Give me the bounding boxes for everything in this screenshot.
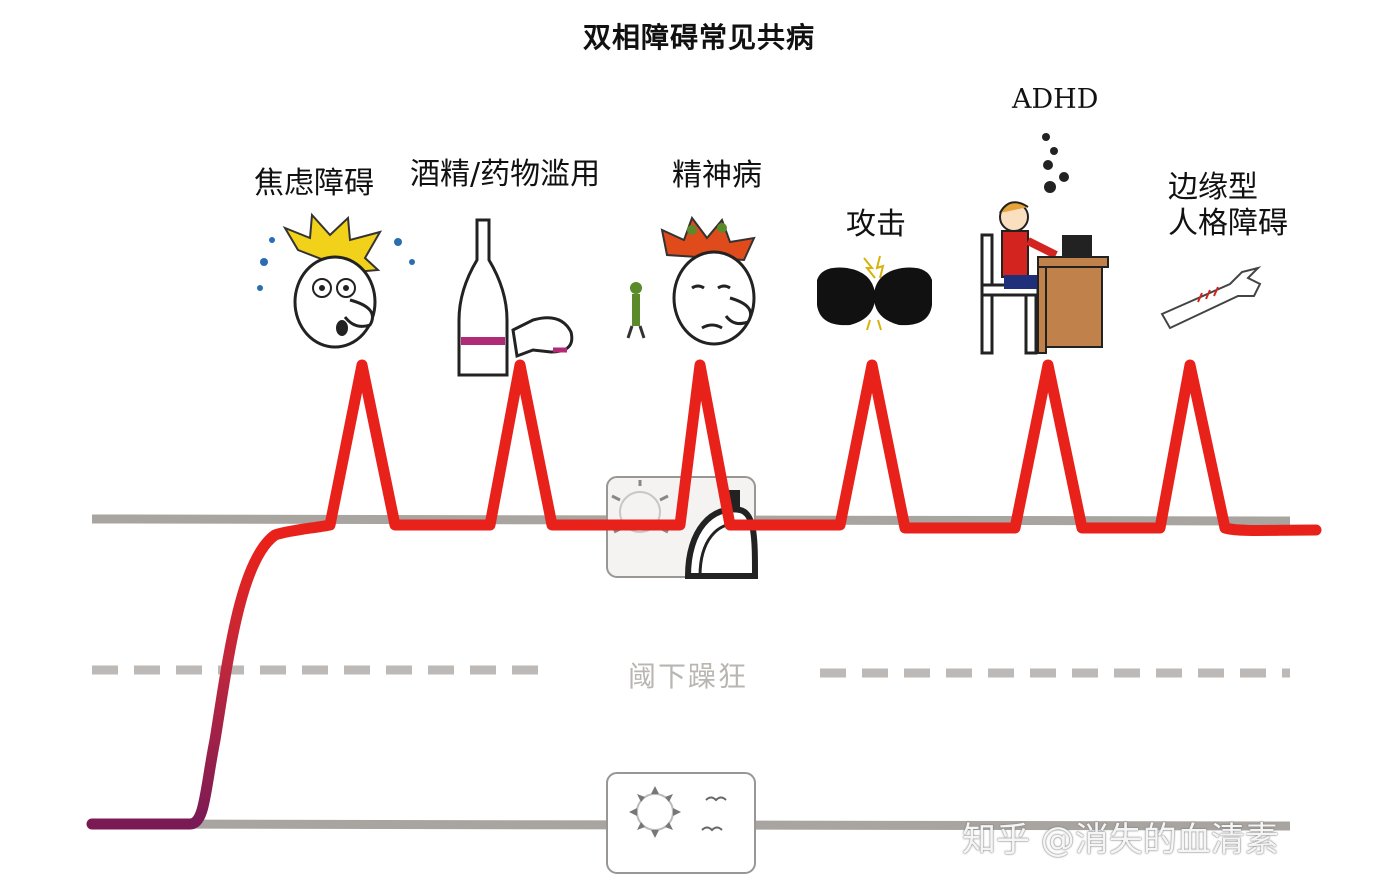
peak-label-psychosis: 精神病: [672, 158, 762, 193]
boxing-gloves-icon: [817, 255, 932, 331]
worried-face-icon: [257, 212, 415, 349]
peak-label-adhd: ADHD: [1012, 84, 1099, 115]
boy-at-desk-icon: [980, 133, 1109, 355]
peak-label-borderline-line1: 边缘型: [1168, 170, 1258, 205]
peak-label-substance-abuse: 酒精/药物滥用: [410, 157, 601, 192]
peak-label-borderline: 边缘型 人格障碍: [1168, 170, 1288, 242]
mood-curve: [86, 359, 1322, 830]
hypomania-zone-label: 阈下躁狂: [628, 660, 749, 693]
scarred-arm-icon: [1160, 266, 1262, 330]
sun-birds-icon: [606, 772, 756, 874]
peak-label-anxiety: 焦虑障碍: [254, 166, 374, 201]
diagram-title: 双相障碍常见共病: [583, 21, 816, 54]
watermark: 知乎 @消失的血清素: [962, 820, 1279, 860]
peak-label-borderline-line2: 人格障碍: [1168, 206, 1288, 241]
wine-bottle-glass-icon: [457, 218, 574, 377]
hallucination-face-icon: [626, 215, 756, 346]
peak-label-aggression: 攻击: [846, 207, 906, 242]
